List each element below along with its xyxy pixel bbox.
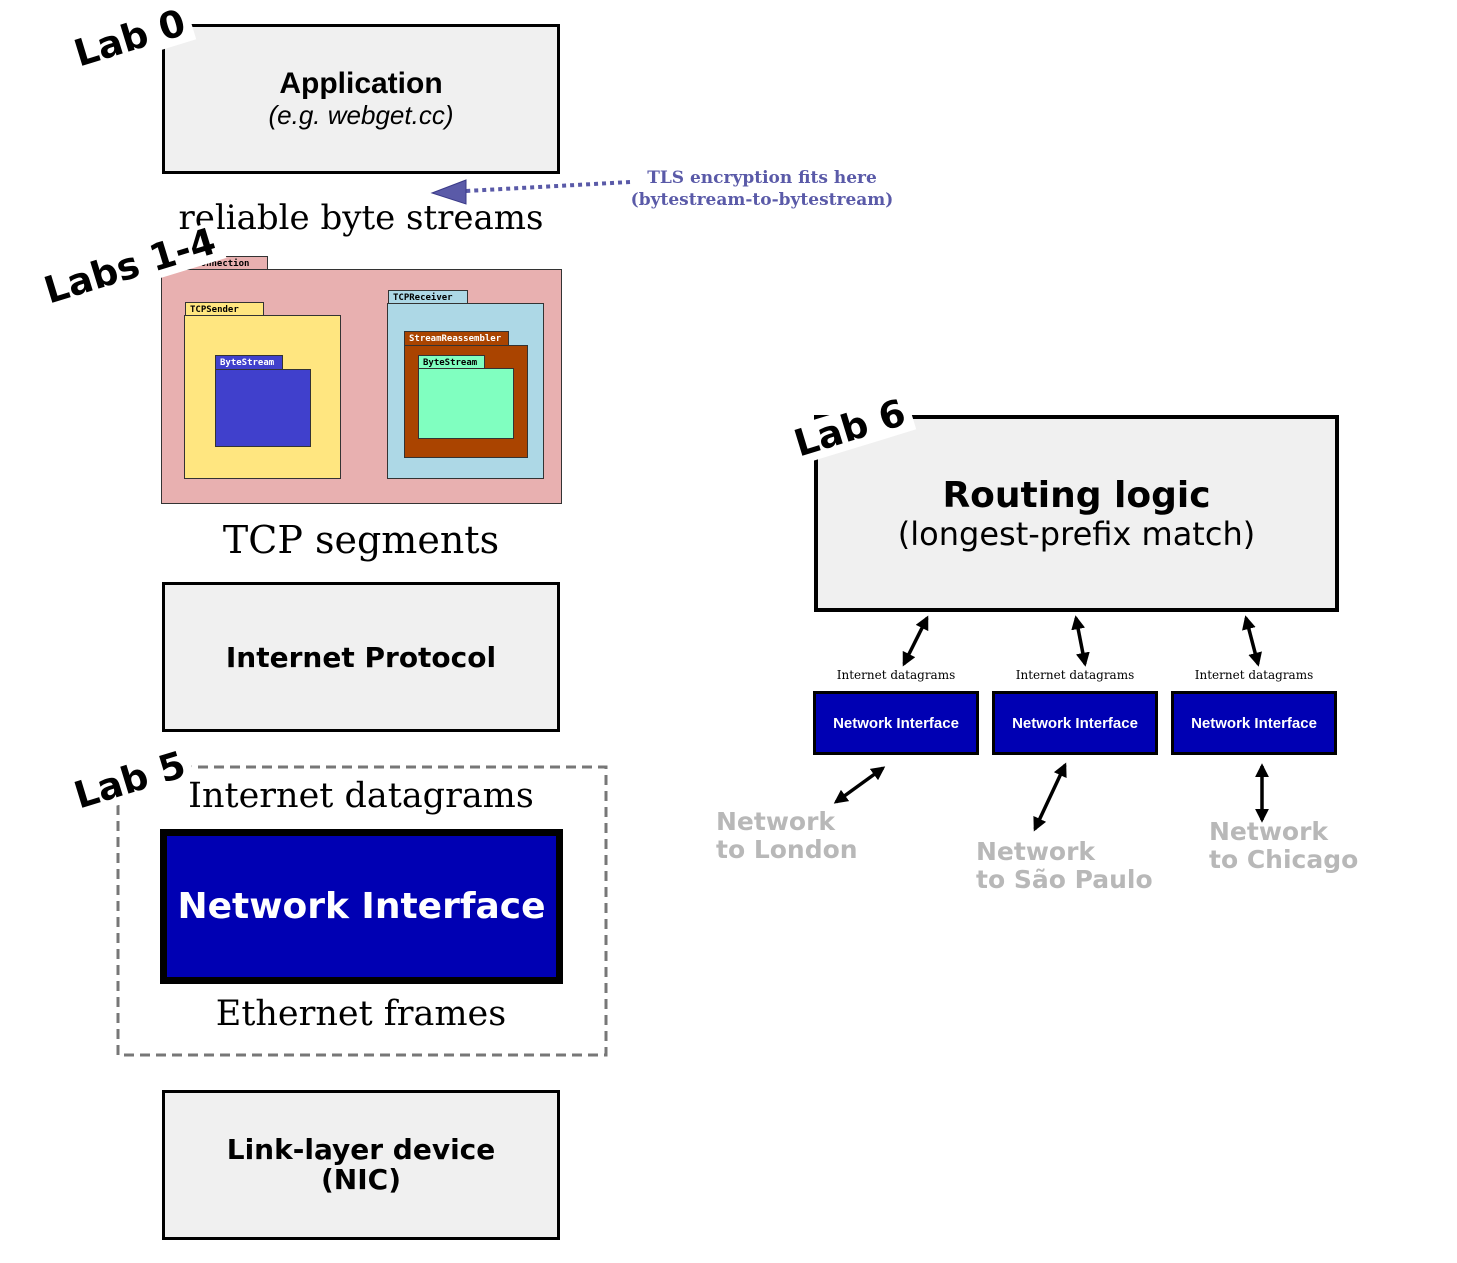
router-interface-1: Network Interface	[813, 691, 979, 755]
tls-note: TLS encryption fits here (bytestream-to-…	[612, 167, 912, 211]
internet-protocol-box: Internet Protocol	[162, 582, 560, 732]
arrow-router-if3	[1242, 615, 1262, 667]
network-london-label: Network to London	[716, 808, 858, 864]
network-saopaulo-label: Network to São Paulo	[976, 838, 1153, 894]
application-subtitle: (e.g. webget.cc)	[268, 100, 454, 130]
network-saopaulo-line1: Network	[976, 837, 1096, 866]
router-interface-1-label: Network Interface	[833, 714, 959, 732]
arrow-if2-saopaulo	[1033, 762, 1067, 832]
arrow-if1-london	[833, 766, 886, 804]
receiver-bytestream-tag: ByteStream	[418, 355, 485, 370]
arrow-router-if2	[1071, 615, 1090, 667]
network-interface-title: Network Interface	[177, 886, 546, 927]
internet-datagrams-label: Internet datagrams	[188, 776, 534, 816]
network-chicago-label: Network to Chicago	[1209, 818, 1358, 874]
routing-logic-title: Routing logic	[942, 474, 1211, 516]
router-interface-2: Network Interface	[992, 691, 1158, 755]
receiver-bytestream-frame	[418, 368, 514, 439]
link-layer-line2: (NIC)	[321, 1163, 401, 1196]
application-title: Application	[279, 67, 443, 100]
network-saopaulo-line2: to São Paulo	[976, 865, 1153, 894]
reliable-byte-streams-label: reliable byte streams	[178, 198, 544, 238]
application-box: Application (e.g. webget.cc)	[162, 24, 560, 174]
router-interface-3-label: Network Interface	[1191, 714, 1317, 732]
link-layer-box: Link-layer device (NIC)	[162, 1090, 560, 1240]
if2-datagrams-label: Internet datagrams	[1015, 668, 1135, 682]
router-interface-2-label: Network Interface	[1012, 714, 1138, 732]
arrow-router-if1	[902, 615, 929, 667]
network-london-line2: to London	[716, 835, 858, 864]
internet-protocol-title: Internet Protocol	[225, 640, 497, 674]
network-interface-box: Network Interface	[160, 829, 563, 984]
tls-note-line2: (bytestream-to-bytestream)	[630, 190, 894, 210]
ethernet-frames-label: Ethernet frames	[215, 994, 507, 1034]
link-layer-line1: Link-layer device	[226, 1133, 496, 1166]
sender-bytestream-tag: ByteStream	[215, 355, 283, 370]
router-interface-3: Network Interface	[1171, 691, 1337, 755]
if1-datagrams-label: Internet datagrams	[836, 668, 956, 682]
network-chicago-line2: to Chicago	[1209, 845, 1359, 874]
routing-logic-subtitle: (longest-prefix match)	[897, 514, 1256, 553]
sender-bytestream-frame	[215, 369, 311, 447]
network-chicago-line1: Network	[1209, 817, 1329, 846]
routing-logic-box: Routing logic (longest-prefix match)	[814, 415, 1339, 612]
network-london-line1: Network	[716, 807, 836, 836]
tls-note-line1: TLS encryption fits here	[647, 168, 877, 188]
tcp-sender-tag: TCPSender	[185, 302, 264, 317]
reassembler-tag: StreamReassembler	[404, 331, 509, 346]
if3-datagrams-label: Internet datagrams	[1194, 668, 1314, 682]
tcp-segments-label: TCP segments	[222, 518, 500, 562]
tcp-receiver-tag: TCPReceiver	[388, 290, 468, 305]
tls-dotted-line	[465, 180, 631, 193]
